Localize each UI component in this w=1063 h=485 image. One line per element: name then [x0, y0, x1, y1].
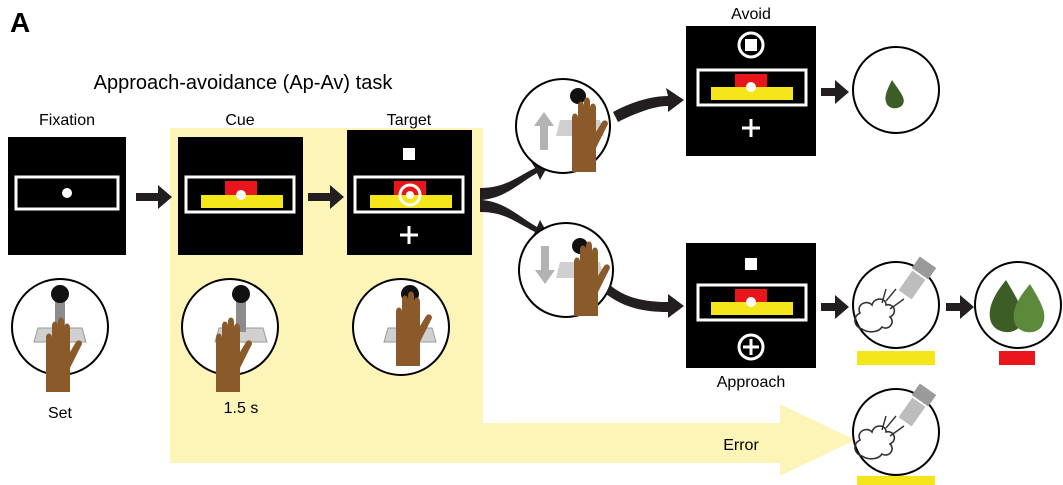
target-joystick-circle — [352, 278, 450, 376]
arrow-cue-to-target — [308, 185, 344, 209]
arrow-fixation-to-cue — [136, 185, 172, 209]
cue-screen — [178, 137, 303, 255]
task-title: Approach-avoidance (Ap-Av) task — [94, 72, 394, 94]
arrow-puff-to-reward — [946, 295, 974, 319]
avoid-screen — [686, 26, 816, 156]
arrow-to-approach-screen — [606, 285, 684, 318]
highlight-region — [170, 128, 855, 476]
approach-reward-bar — [999, 351, 1035, 365]
error-airpuff-circle — [852, 382, 940, 476]
approach-reward-circle — [974, 261, 1062, 349]
branch-arrow — [480, 160, 550, 240]
stage-label-cue: Cue — [225, 112, 254, 129]
panel-letter: A — [10, 7, 30, 38]
target-screen — [347, 130, 472, 255]
cue-duration-label: 1.5 s — [224, 400, 259, 417]
set-label: Set — [48, 405, 73, 422]
fixation-joystick-circle — [11, 278, 109, 392]
avoid-label: Avoid — [731, 6, 771, 23]
error-label: Error — [723, 437, 759, 454]
error-airpuff-bar — [857, 476, 935, 485]
push-movement-circle — [515, 78, 611, 174]
approach-label: Approach — [717, 374, 786, 391]
pull-movement-circle — [518, 222, 614, 318]
arrow-to-avoid-screen — [613, 88, 684, 122]
approach-airpuff-bar — [857, 351, 935, 365]
approach-screen — [686, 243, 816, 368]
approach-airpuff-circle — [852, 255, 940, 349]
stage-label-fixation: Fixation — [39, 112, 95, 129]
fixation-screen — [8, 137, 126, 255]
cue-joystick-circle — [181, 278, 279, 392]
stage-label-target: Target — [387, 112, 432, 129]
arrow-avoid-to-outcome — [821, 80, 849, 104]
arrow-approach-to-puff — [821, 295, 849, 319]
avoid-outcome-circle — [852, 46, 940, 134]
